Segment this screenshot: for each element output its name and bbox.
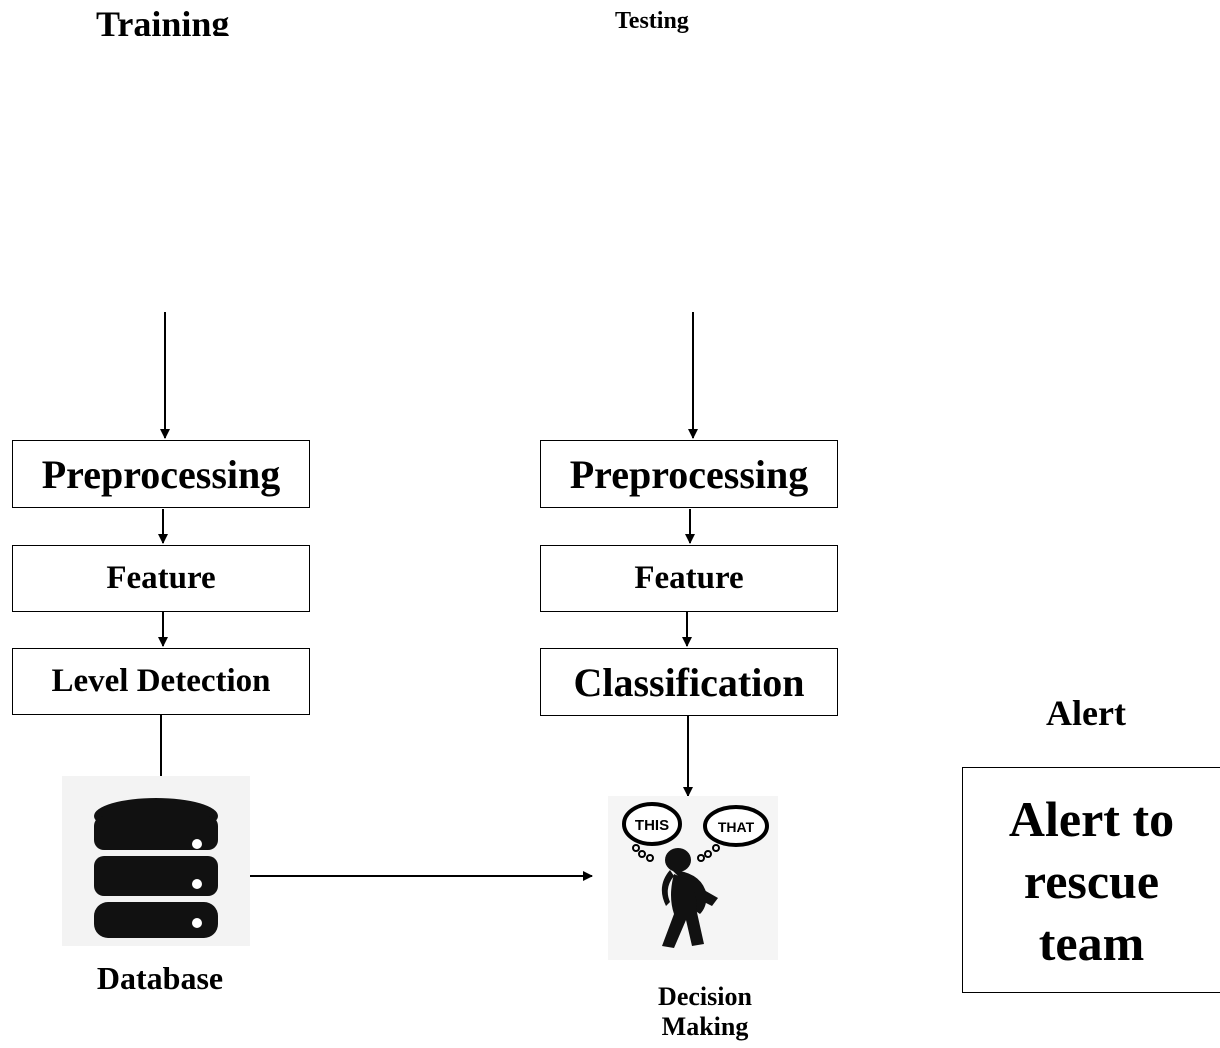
database-label: Database	[96, 960, 224, 996]
training-heading: Training	[96, 4, 230, 36]
testing-classification-label: Classification	[573, 659, 805, 705]
testing-feature-box: Feature	[540, 545, 838, 612]
alert-box-line3: team	[1038, 915, 1145, 971]
alert-box-line2: rescue	[1023, 853, 1160, 909]
bubble-that-label: THAT	[718, 819, 755, 835]
decision-label: Decision Making	[605, 982, 805, 1042]
database-icon	[62, 776, 250, 946]
training-preprocessing-box: Preprocessing	[12, 440, 310, 508]
bubble-this-label: THIS	[635, 817, 669, 834]
testing-preprocessing-box: Preprocessing	[540, 440, 838, 508]
alert-box: Alert to rescue team	[962, 767, 1220, 993]
training-feature-label: Feature	[106, 560, 216, 596]
decision-label-line2: Making	[661, 1012, 749, 1041]
testing-classification-box: Classification	[540, 648, 838, 716]
training-preprocessing-label: Preprocessing	[41, 451, 281, 497]
training-level-detection-box: Level Detection	[12, 648, 310, 715]
decision-label-line1: Decision	[658, 982, 752, 1011]
training-feature-box: Feature	[12, 545, 310, 612]
alert-box-line1: Alert to	[1008, 791, 1175, 847]
training-level-detection-label: Level Detection	[51, 663, 271, 699]
testing-preprocessing-label: Preprocessing	[569, 451, 809, 497]
testing-feature-label: Feature	[634, 560, 744, 596]
testing-heading: Testing	[615, 8, 689, 34]
thinking-person-icon: THIS THAT	[608, 796, 778, 960]
alert-heading: Alert	[1046, 693, 1126, 733]
